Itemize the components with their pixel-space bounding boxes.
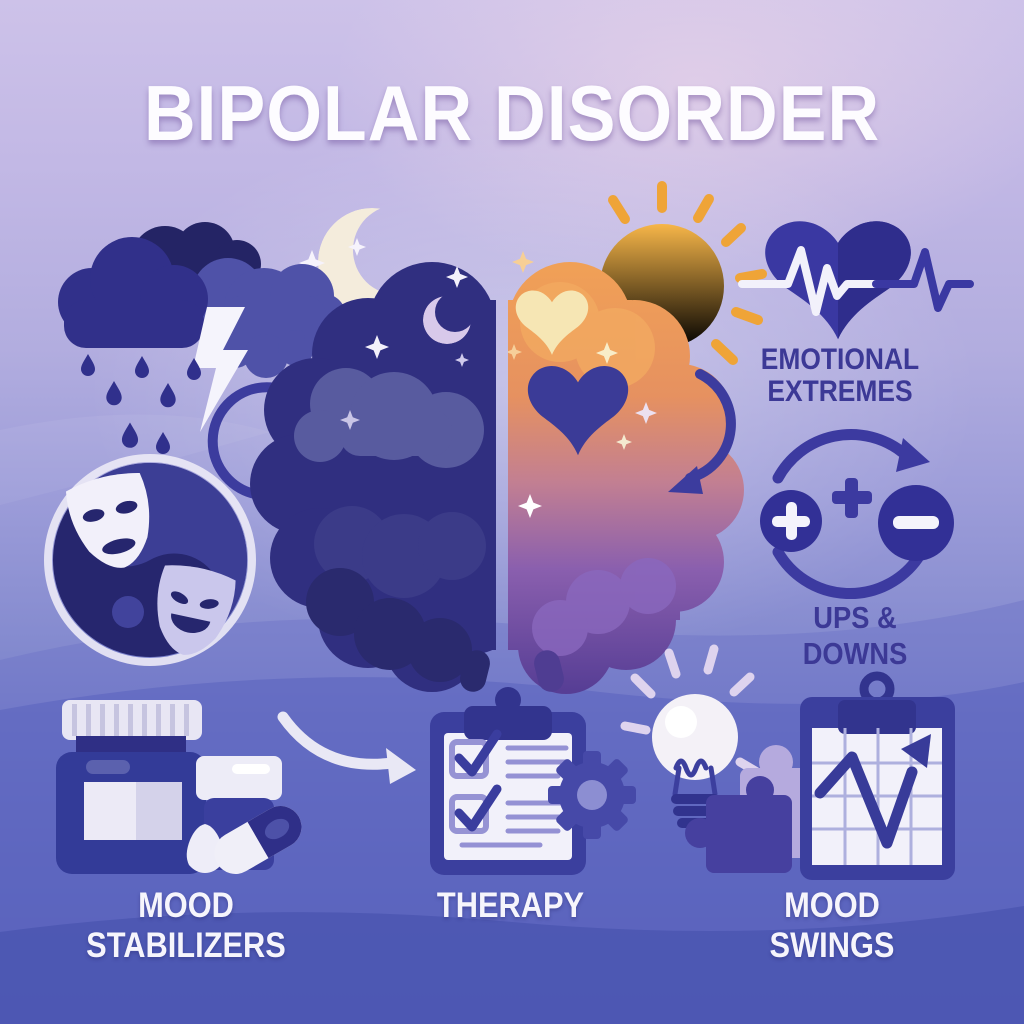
happy-mask-icon [157, 565, 236, 655]
theater-masks-icon [44, 454, 256, 666]
sun-rays [608, 181, 767, 365]
caption-therapy: THERAPY [436, 886, 585, 925]
gear-icon [548, 751, 636, 839]
rain-cloud [58, 237, 208, 348]
caption-mood-swings: MOOD SWINGS [769, 886, 895, 965]
day-hemisphere-icon [508, 251, 744, 694]
caption-ups-and-downs: UPS & DOWNS [802, 600, 908, 671]
capsule-icon [214, 806, 302, 874]
round-pill-icon [186, 824, 224, 873]
brain-stem [460, 650, 490, 692]
lightning-icon [193, 307, 248, 432]
storm-cloud-icon [58, 222, 346, 454]
mood-chart-clipboard-icon [800, 671, 955, 880]
medication-icon [56, 700, 302, 874]
split-brain-icon [250, 251, 744, 694]
pill-bottle-icon [56, 700, 206, 874]
cycle-arrows-icon [760, 429, 954, 599]
curved-arrow-right-icon [277, 711, 416, 784]
small-moon-icon [423, 296, 471, 344]
caption-mood-stabilizers: MOOD STABILIZERS [86, 886, 286, 965]
heartbeat-ekg-icon [738, 221, 974, 340]
page-title: BIPOLAR DISORDER [143, 69, 881, 157]
sad-mask-icon [65, 473, 150, 568]
checklist-clipboard-icon [430, 687, 636, 875]
lightbulb-icon [620, 644, 762, 840]
caption-emotional-extremes: EMOTIONAL EXTREMES [760, 343, 920, 409]
minus-circle-icon [878, 485, 954, 561]
night-hemisphere-icon [250, 262, 496, 692]
curved-arrow-down-icon [668, 369, 736, 494]
brain-stem [534, 650, 564, 692]
plus-circle-icon [760, 490, 822, 552]
